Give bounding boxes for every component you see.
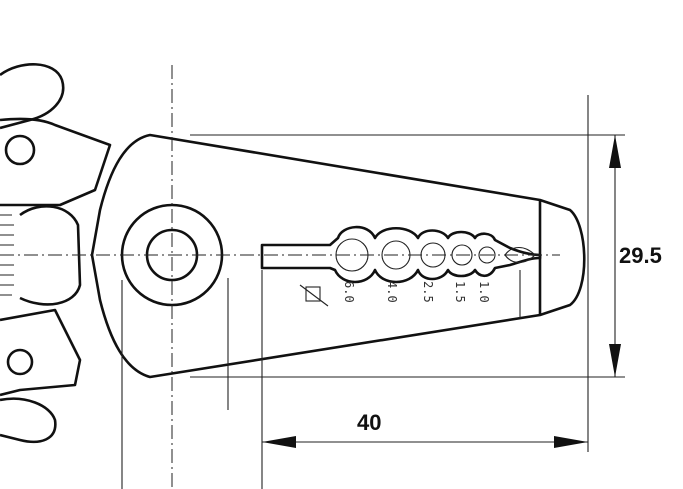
height-dimension: 29.5: [609, 135, 662, 377]
size-label: 2.5: [421, 281, 435, 303]
height-label: 29.5: [619, 243, 662, 268]
square-with-diagonal-icon: [299, 284, 329, 307]
size-label: 1.5: [453, 281, 467, 303]
handle-upper: [0, 63, 112, 207]
size-label: 1.0: [477, 281, 491, 303]
rivet-upper: [4, 134, 36, 166]
handle-lower: [0, 308, 82, 444]
stripping-notches: [260, 225, 542, 284]
wire-size-labels: 1.0 1.5 2.5 4.0 6.0: [342, 281, 491, 303]
size-label: 6.0: [342, 281, 356, 303]
rivet-lower: [6, 348, 34, 376]
size-label: 4.0: [385, 281, 399, 303]
length-dimension: 40: [262, 410, 588, 448]
jaw-outline: [90, 133, 586, 379]
length-label: 40: [357, 410, 381, 435]
